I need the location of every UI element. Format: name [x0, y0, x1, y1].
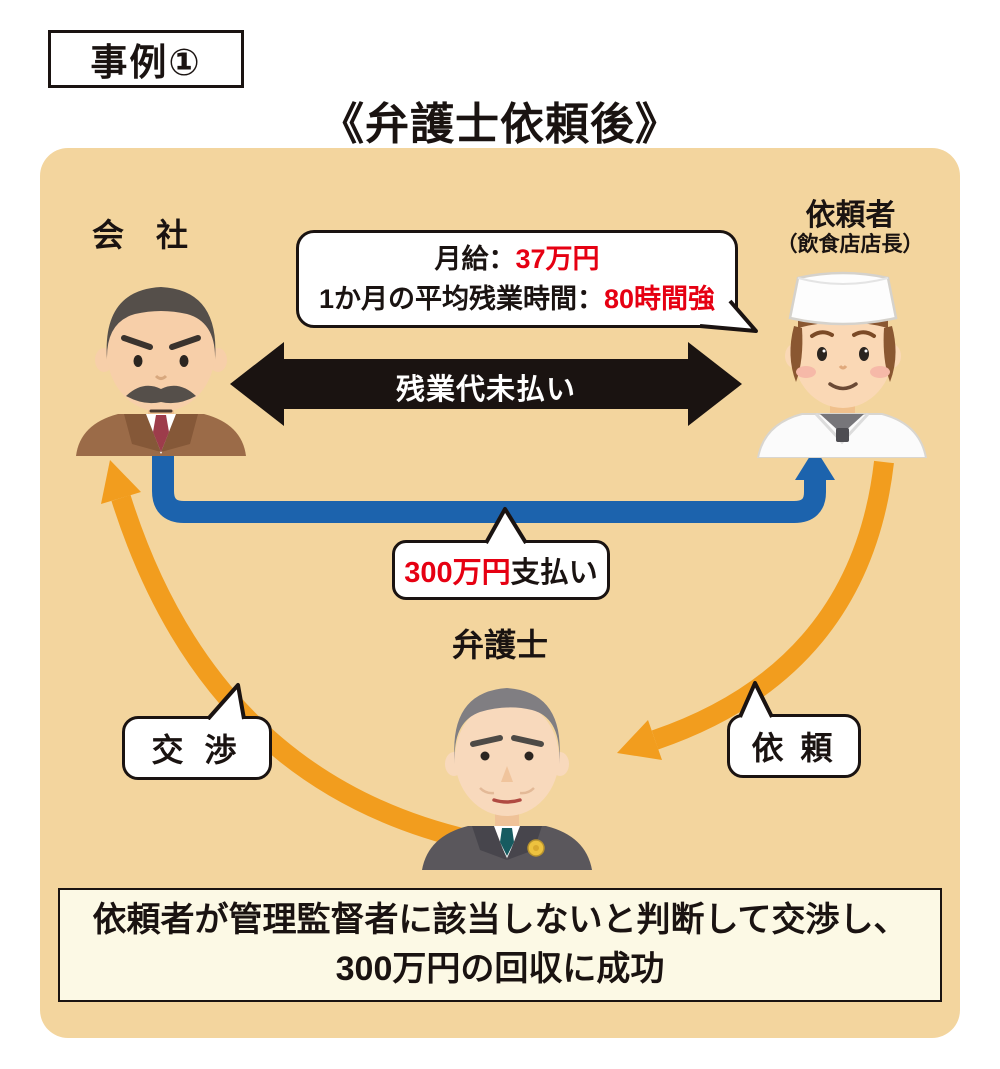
case-number-box: 事例①	[48, 30, 244, 88]
businessman-avatar	[76, 287, 246, 456]
request-label: 依 頼	[751, 730, 837, 766]
salary-info-bubble: 月給：37万円 1か月の平均残業時間：80時間強	[296, 230, 738, 328]
summary-line-1: 依頼者が管理監督者に該当しないと判断して交渉し、	[92, 900, 908, 939]
unpaid-overtime-label: 残業代未払い	[395, 374, 576, 406]
payment-label: 300万円支払い	[404, 557, 598, 589]
request-label-bubble: 依 頼	[727, 714, 861, 778]
company-label: 会 社	[91, 217, 188, 253]
client-sublabel: （飲食店店長）	[776, 233, 924, 256]
page-title: 《弁護士依頼後》	[320, 100, 680, 149]
overtime-line: 1か月の平均残業時間：80時間強	[318, 284, 716, 314]
overtime-value: 80時間強	[603, 284, 716, 314]
salary-line: 月給：37万円	[434, 243, 600, 274]
client-label: 依頼者	[805, 199, 896, 232]
lawyer-label: 弁護士	[451, 627, 548, 663]
summary-box: 依頼者が管理監督者に該当しないと判断して交渉し、 300万円の回収に成功	[58, 888, 942, 1002]
summary-line-2: 300万円の回収に成功	[335, 950, 665, 988]
negotiation-label: 交 渉	[151, 732, 243, 768]
salary-value: 37万円	[515, 243, 600, 274]
case-number-label: 事例①	[90, 42, 202, 83]
lawyer-avatar	[422, 688, 592, 870]
payment-label-bubble: 300万円支払い	[392, 540, 610, 600]
chef-avatar	[756, 271, 928, 458]
negotiation-label-bubble: 交 渉	[122, 716, 272, 780]
